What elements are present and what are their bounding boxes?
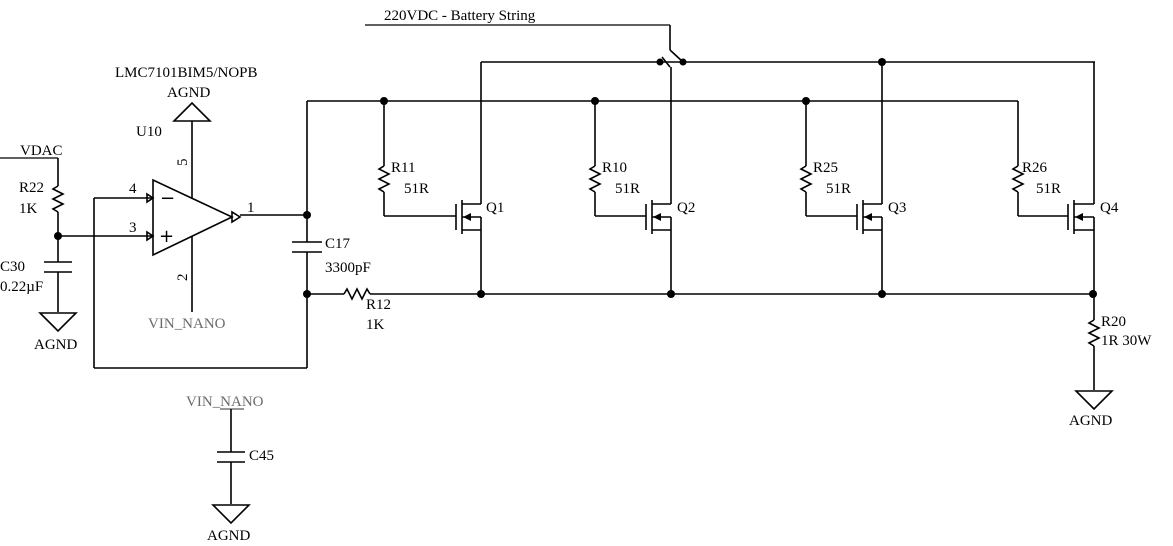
opamp-pin-5: 5 (175, 159, 191, 167)
stage-q4 (1011, 62, 1114, 411)
q2-ref: Q2 (677, 200, 695, 216)
junction-dot (679, 58, 687, 66)
opamp-inverting-symbol: − (160, 188, 175, 209)
c45-ground-label: AGND (207, 528, 250, 544)
stage-q1 (377, 62, 482, 294)
c17-value: 3300pF (325, 260, 371, 276)
c17-ref: C17 (325, 236, 351, 252)
r12-ref: R12 (366, 297, 391, 313)
c30-ref: C30 (0, 259, 25, 275)
r26-ref: R26 (1022, 160, 1048, 176)
r11-value: 51R (404, 181, 429, 197)
stage-q3 (799, 62, 883, 294)
opamp-pin-2: 2 (175, 274, 191, 282)
c45-supply-label: VIN_NANO (186, 394, 264, 410)
opamp-u10 (58, 101, 242, 368)
r11-ref: R11 (391, 160, 415, 176)
r10-ref: R10 (602, 160, 627, 176)
junction-dot (54, 232, 62, 240)
opamp-pin-1: 1 (247, 200, 255, 216)
opamp-ref: U10 (136, 124, 162, 140)
c30-ground-label: AGND (34, 337, 77, 353)
sense-bus (94, 287, 1095, 369)
junction-dot (303, 290, 311, 298)
opamp-vcc-net-label: AGND (167, 85, 210, 101)
r20-ground-label: AGND (1069, 413, 1112, 429)
opamp-part-number: LMC7101BIM5/NOPB (115, 65, 258, 81)
r20-value: 1R 30W (1101, 333, 1152, 349)
junction-dot (656, 58, 664, 66)
battery-net-label: 220VDC - Battery String (384, 8, 536, 24)
q1-ref: Q1 (486, 200, 504, 216)
r22-ref: R22 (19, 180, 44, 196)
r25-value: 51R (826, 181, 851, 197)
r26-value: 51R (1036, 181, 1061, 197)
c45-ref: C45 (249, 448, 274, 464)
q4-ref: Q4 (1100, 200, 1119, 216)
gate-bus (240, 100, 1018, 242)
junction-dot (303, 211, 311, 219)
junction-dot (1089, 290, 1097, 298)
r12-value: 1K (366, 317, 385, 333)
c30-value: 0.22µF (0, 279, 43, 295)
stage-q2 (588, 67, 672, 294)
c17-capacitor (292, 241, 322, 368)
c45-decoupling (211, 408, 251, 525)
opamp-pin-3: 3 (129, 220, 137, 236)
opamp-gnd-net-label: VIN_NANO (148, 316, 226, 332)
r20-ref: R20 (1101, 314, 1126, 330)
r22-value: 1K (19, 201, 38, 217)
opamp-pin-4: 4 (129, 181, 137, 197)
opamp-noninverting-symbol: + (159, 226, 174, 247)
r10-value: 51R (615, 181, 640, 197)
battery-net (365, 24, 1095, 68)
q3-ref: Q3 (888, 200, 906, 216)
vdac-net-label: VDAC (20, 143, 63, 159)
r25-ref: R25 (813, 160, 838, 176)
